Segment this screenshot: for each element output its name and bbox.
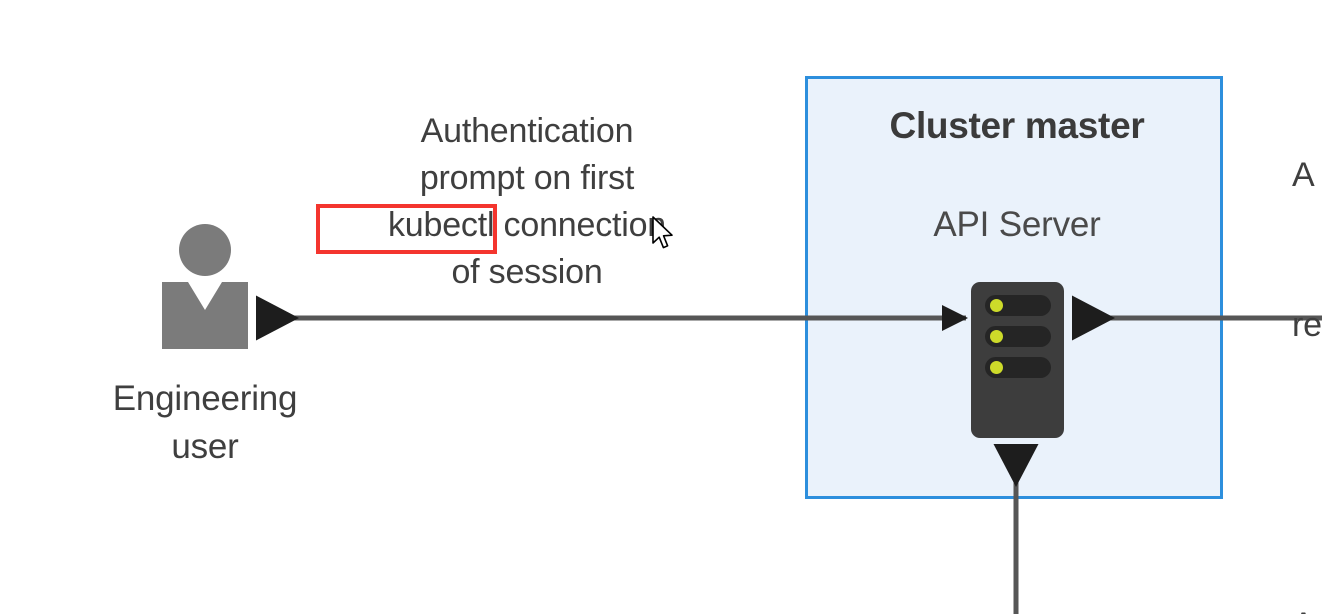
rack-slot xyxy=(985,295,1051,316)
right-annotation-line1: A xyxy=(1292,156,1315,194)
rack-led-icon xyxy=(990,330,1003,343)
engineering-user-label: Engineering user xyxy=(60,375,350,471)
engineering-user-label-line2: user xyxy=(171,427,239,466)
auth-prompt-line2: prompt on first xyxy=(419,159,635,197)
right-annotation-line2: re xyxy=(1292,306,1322,344)
auth-prompt-annotation: Authentication prompt on first kubectl c… xyxy=(330,108,724,296)
right-annotation: A re Az xyxy=(1292,50,1322,614)
kubectl-highlight-box xyxy=(316,204,497,254)
rack-slot xyxy=(985,357,1051,378)
server-rack-icon xyxy=(971,282,1064,438)
arrow-cursor xyxy=(652,216,673,249)
auth-prompt-line1: Authentication xyxy=(420,112,634,150)
api-server-label: API Server xyxy=(933,205,1101,244)
rack-led-icon xyxy=(990,361,1003,374)
rack-led-icon xyxy=(990,299,1003,312)
right-annotation-gap xyxy=(1292,450,1322,500)
right-annotation-line3: Az xyxy=(1292,600,1322,614)
auth-prompt-line3: kubectl connection xyxy=(387,206,667,244)
bottom-annotation: Credentials ve Azure Active D xyxy=(1051,532,1322,614)
cluster-master-title: Cluster master xyxy=(889,105,1145,146)
rack-slot xyxy=(985,326,1051,347)
auth-prompt-line4: of session xyxy=(451,253,603,291)
engineering-user-label-line1: Engineering xyxy=(112,379,298,418)
person-icon xyxy=(162,224,248,349)
